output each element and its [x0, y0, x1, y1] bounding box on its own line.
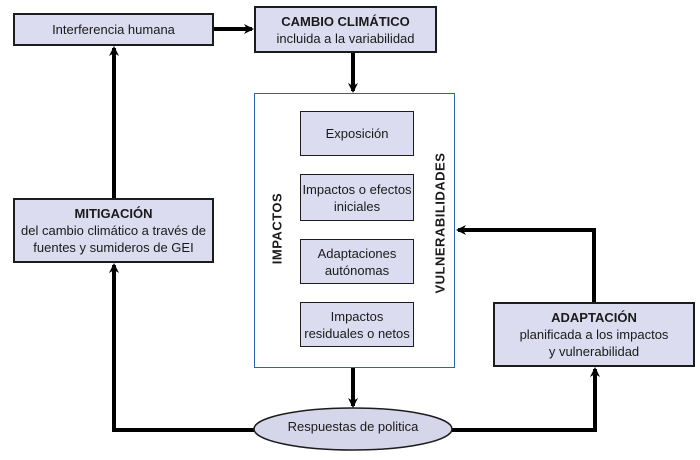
adaptaciones-line2: autónomas [324, 262, 390, 278]
impactos-iniciales-box: Impactos o efectos iniciales [300, 174, 414, 221]
cambio-climatico-box: CAMBIO CLIMÁTICO incluida a la variabili… [254, 6, 437, 53]
impactos-iniciales-line1: Impactos o efectos [302, 181, 412, 197]
impactos-residuales-line2: residuales o netos [304, 325, 410, 341]
impactos-residuales-box: Impactos residuales o netos [300, 302, 414, 347]
cambio-title: CAMBIO CLIMÁTICO [281, 13, 410, 29]
mitigacion-box: MITIGACIÓN del cambio climático a través… [13, 198, 214, 263]
interferencia-label: Interferencia humana [52, 22, 175, 37]
exposicion-box: Exposición [300, 111, 414, 156]
adaptacion-line1: planificada a los impactos [519, 327, 669, 342]
mitigacion-title: MITIGACIÓN [74, 206, 153, 221]
adaptacion-box: ADAPTACIÓN planificada a los impactos y … [493, 302, 695, 367]
impactos-residuales-line1: Impactos [330, 308, 384, 324]
exposicion-label: Exposición [325, 126, 389, 141]
respuestas-ellipse [253, 407, 453, 451]
adaptaciones-line1: Adaptaciones [317, 245, 397, 261]
arrow-respuestas-to-mitigacion [109, 263, 254, 432]
respuestas-label: Respuestas de politica [287, 419, 419, 434]
interferencia-humana-box: Interferencia humana [13, 13, 214, 46]
adaptaciones-autonomas-box: Adaptaciones autónomas [300, 239, 414, 284]
vulnerabilidades-vertical-label: VULNERABILIDADES [432, 152, 448, 294]
arrow-adaptacion-to-container [456, 225, 596, 302]
mitigacion-line2: fuentes y sumideros de GEI [33, 240, 194, 255]
cambio-subtitle: incluida a la variabilidad [276, 30, 415, 46]
adaptacion-title: ADAPTACIÓN [551, 310, 637, 325]
impactos-vertical-label: IMPACTOS [269, 192, 285, 265]
arrow-respuestas-to-adaptacion [452, 367, 600, 432]
impactos-iniciales-line2: iniciales [333, 198, 381, 214]
mitigacion-line1: del cambio climático a través de [21, 223, 206, 238]
adaptacion-line2: y vulnerabilidad [548, 344, 640, 359]
